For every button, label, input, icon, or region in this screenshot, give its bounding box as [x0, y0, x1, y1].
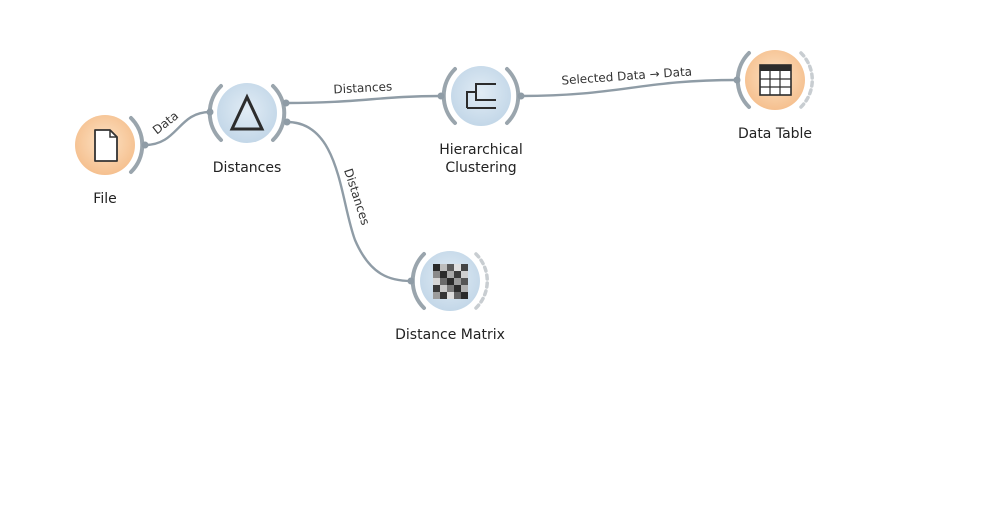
node-label-file: File — [93, 191, 116, 207]
link-file-distances[interactable]: Data — [144, 109, 211, 147]
link-label-distances: Distances — [333, 79, 392, 96]
node-hierarchical-clustering[interactable]: Hierarchical Clustering — [437, 66, 525, 176]
link-distances-distance-matrix[interactable]: Distances — [286, 120, 412, 283]
output-anchor-inactive — [799, 51, 815, 109]
node-label-data-table: Data Table — [738, 126, 812, 142]
node-distances[interactable]: Distances — [206, 83, 291, 176]
link-label-selected-data: Selected Data → Data — [561, 64, 692, 87]
node-data-table[interactable]: Data Table — [733, 50, 815, 142]
node-label-clustering: Clustering — [445, 160, 516, 176]
dendrogram-icon — [466, 83, 496, 109]
document-icon — [94, 129, 118, 162]
node-file[interactable]: File — [75, 115, 149, 207]
output-anchor[interactable] — [271, 84, 287, 142]
node-label-distance-matrix: Distance Matrix — [395, 327, 505, 343]
link-label-distances-vertical: Distances — [341, 167, 372, 227]
node-label-distances: Distances — [213, 160, 282, 176]
delta-icon — [229, 93, 265, 131]
table-icon — [759, 64, 792, 96]
node-distance-matrix[interactable]: Distance Matrix — [395, 251, 505, 343]
link-label-data: Data — [150, 109, 181, 138]
node-label-hierarchical: Hierarchical — [439, 142, 522, 158]
output-anchor-inactive — [474, 252, 490, 310]
link-hierarchical-clustering-data-table[interactable]: Selected Data → Data — [520, 64, 738, 98]
link-distances-hierarchical-clustering[interactable]: Distances — [285, 79, 442, 105]
matrix-icon — [433, 264, 468, 299]
